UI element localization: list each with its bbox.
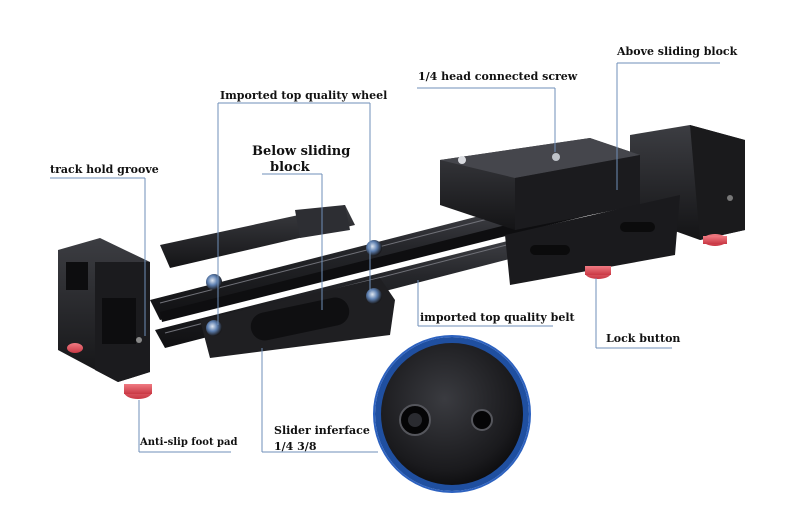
left-end-cap — [58, 238, 152, 399]
label-top-wheel: Imported top quality wheel — [220, 89, 388, 102]
label-above-sliding-block: Above sliding block — [617, 45, 738, 58]
label-top-belt: imported top quality belt — [420, 311, 575, 324]
label-below-block-line2: block — [270, 160, 310, 175]
label-slider-sizes: 1/4 3/8 — [274, 440, 317, 453]
label-track-groove: track hold groove — [50, 163, 159, 176]
label-lock-button: Lock button — [606, 332, 681, 345]
above-sliding-block — [440, 138, 680, 285]
leader-lines — [50, 62, 720, 453]
slider-interface-zoom — [373, 335, 531, 493]
label-slider-interface: Slider inferface — [274, 424, 370, 437]
label-foot-pad: Anti-slip foot pad — [140, 437, 238, 448]
below-sliding-block — [160, 205, 395, 358]
label-below-block-line1: Below sliding — [252, 144, 351, 159]
label-head-screw: 1/4 head connected screw — [418, 70, 578, 83]
